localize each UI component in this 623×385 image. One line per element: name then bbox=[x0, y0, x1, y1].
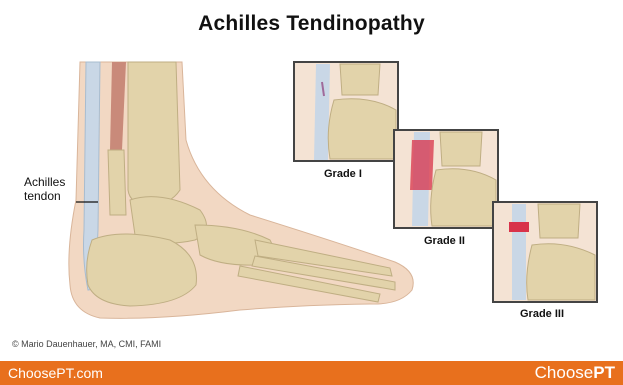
achilles-tendon-label: Achilles tendon bbox=[24, 175, 65, 203]
achilles-tendon-label-line1: Achilles bbox=[24, 175, 65, 189]
copyright-notice: © Mario Dauenhauer, MA, CMI, FAMI bbox=[12, 339, 161, 349]
grade3-label: Grade III bbox=[520, 307, 564, 321]
footer-logo-choose: Choose bbox=[535, 363, 594, 382]
achilles-tendon-label-line2: tendon bbox=[24, 189, 65, 203]
grade2-label: Grade II bbox=[424, 234, 465, 248]
footer-logo-pt: PT bbox=[593, 363, 615, 382]
footer-logo: ChoosePT bbox=[535, 363, 615, 383]
grade1-inset bbox=[294, 62, 398, 161]
grade1-label: Grade I bbox=[324, 167, 362, 181]
grade3-inset bbox=[493, 202, 597, 302]
footer-website-link[interactable]: ChoosePT.com bbox=[8, 365, 103, 381]
footer-bar: ChoosePT.com ChoosePT bbox=[0, 361, 623, 385]
foot-illustration bbox=[0, 0, 623, 360]
grade2-inset bbox=[394, 130, 498, 228]
